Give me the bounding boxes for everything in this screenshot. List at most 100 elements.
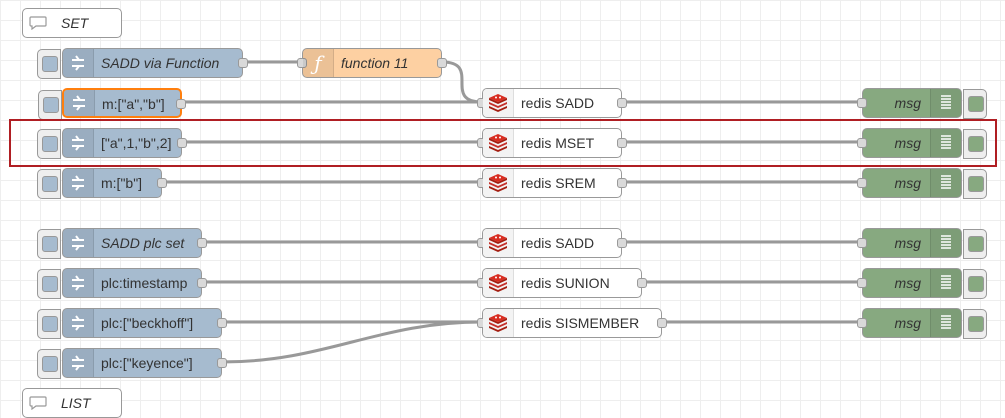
inject-trigger-button[interactable] — [37, 349, 61, 379]
debug-list-icon — [930, 89, 961, 117]
debug-toggle-button[interactable] — [963, 169, 987, 199]
inject-trigger-button[interactable] — [37, 309, 61, 339]
redis-node-sismember[interactable]: redis SISMEMBER — [477, 308, 667, 338]
redis-logo-icon — [483, 269, 514, 297]
redis-label: redis SADD — [521, 235, 595, 251]
output-port[interactable] — [617, 178, 627, 188]
input-port[interactable] — [857, 98, 867, 108]
debug-label: msg — [894, 135, 921, 151]
debug-toggle-button[interactable] — [963, 129, 987, 159]
output-port[interactable] — [617, 238, 627, 248]
inject-trigger-button[interactable] — [37, 269, 61, 299]
inject-node-sadd-plc-set[interactable]: SADD plc set — [37, 228, 207, 259]
output-port[interactable] — [176, 99, 186, 109]
inject-node-m-b[interactable]: m:["b"] — [37, 168, 167, 199]
debug-node-msg[interactable]: msg — [857, 88, 987, 119]
debug-label: msg — [894, 315, 921, 331]
comment-label: LIST — [61, 395, 91, 411]
output-port[interactable] — [177, 138, 187, 148]
inject-trigger-button[interactable] — [37, 49, 61, 79]
comment-bubble-icon — [23, 9, 53, 37]
comment-node-list[interactable]: LIST — [22, 388, 122, 418]
redis-label: redis SREM — [521, 175, 596, 191]
input-port[interactable] — [857, 278, 867, 288]
inject-trigger-button[interactable] — [37, 169, 61, 199]
inject-node-plc-keyence[interactable]: plc:["keyence"] — [37, 348, 227, 379]
inject-trigger-button[interactable] — [37, 129, 61, 159]
inject-label: plc:["keyence"] — [101, 355, 193, 371]
comment-node-set[interactable]: SET — [22, 8, 122, 38]
debug-node-msg[interactable]: msg — [857, 168, 987, 199]
input-port[interactable] — [857, 178, 867, 188]
output-port[interactable] — [157, 178, 167, 188]
redis-node-sadd-plc[interactable]: redis SADD — [477, 228, 627, 258]
function-icon: ƒ — [303, 49, 334, 77]
debug-list-icon — [930, 169, 961, 197]
output-port[interactable] — [217, 318, 227, 328]
output-port[interactable] — [217, 358, 227, 368]
inject-node-a-1-b-2[interactable]: ["a",1,"b",2] — [37, 128, 187, 159]
function-label: function 11 — [341, 55, 409, 71]
redis-label: redis SISMEMBER — [521, 315, 640, 331]
output-port[interactable] — [637, 278, 647, 288]
arrow-in-icon — [63, 129, 94, 157]
wire-fn1-r1[interactable] — [441, 60, 483, 104]
debug-toggle-button[interactable] — [963, 89, 987, 119]
inject-label: m:["b"] — [101, 175, 143, 191]
debug-toggle-button[interactable] — [963, 269, 987, 299]
input-port[interactable] — [857, 138, 867, 148]
redis-logo-icon — [483, 229, 514, 257]
comment-bubble-icon — [23, 389, 53, 417]
inject-node-plc-beckhoff[interactable]: plc:["beckhoff"] — [37, 308, 227, 339]
debug-toggle-button[interactable] — [963, 229, 987, 259]
arrow-in-icon — [63, 309, 94, 337]
redis-logo-icon — [483, 89, 514, 117]
output-port[interactable] — [617, 98, 627, 108]
function-node-function-11[interactable]: ƒ function 11 — [297, 48, 447, 78]
comment-label: SET — [61, 15, 89, 31]
redis-node-mset[interactable]: redis MSET — [477, 128, 627, 158]
debug-label: msg — [894, 275, 921, 291]
inject-label: plc:["beckhoff"] — [101, 315, 194, 331]
inject-trigger-button[interactable] — [38, 90, 62, 120]
debug-list-icon — [930, 309, 961, 337]
redis-node-srem[interactable]: redis SREM — [477, 168, 627, 198]
inject-node-plc-timestamp[interactable]: plc:timestamp — [37, 268, 207, 299]
arrow-in-icon — [63, 269, 94, 297]
input-port[interactable] — [857, 318, 867, 328]
debug-list-icon — [930, 229, 961, 257]
output-port[interactable] — [437, 58, 447, 68]
inject-label: SADD via Function — [101, 55, 220, 71]
redis-node-sunion[interactable]: redis SUNION — [477, 268, 647, 298]
redis-label: redis SADD — [521, 95, 595, 111]
inject-trigger-button[interactable] — [37, 229, 61, 259]
wire-in8-r6[interactable] — [221, 320, 483, 364]
redis-node-sadd[interactable]: redis SADD — [477, 88, 627, 118]
arrow-in-icon — [63, 169, 94, 197]
debug-node-msg[interactable]: msg — [857, 308, 987, 339]
output-port[interactable] — [617, 138, 627, 148]
debug-node-msg[interactable]: msg — [857, 128, 987, 159]
redis-label: redis SUNION — [521, 275, 610, 291]
input-port[interactable] — [857, 238, 867, 248]
debug-label: msg — [894, 235, 921, 251]
arrow-in-icon — [63, 49, 94, 77]
input-port[interactable] — [297, 58, 307, 68]
debug-node-msg[interactable]: msg — [857, 268, 987, 299]
inject-label: ["a",1,"b",2] — [101, 135, 172, 151]
output-port[interactable] — [657, 318, 667, 328]
redis-label: redis MSET — [521, 135, 595, 151]
debug-node-msg[interactable]: msg — [857, 228, 987, 259]
output-port[interactable] — [197, 278, 207, 288]
arrow-in-icon — [64, 90, 95, 116]
output-port[interactable] — [197, 238, 207, 248]
inject-node-m-a-b[interactable]: m:["a","b"] — [38, 88, 186, 120]
inject-node-sadd-via-function[interactable]: SADD via Function — [37, 48, 248, 79]
debug-list-icon — [930, 269, 961, 297]
debug-label: msg — [894, 95, 921, 111]
output-port[interactable] — [238, 58, 248, 68]
inject-label: m:["a","b"] — [102, 96, 165, 112]
debug-toggle-button[interactable] — [963, 309, 987, 339]
debug-label: msg — [894, 175, 921, 191]
